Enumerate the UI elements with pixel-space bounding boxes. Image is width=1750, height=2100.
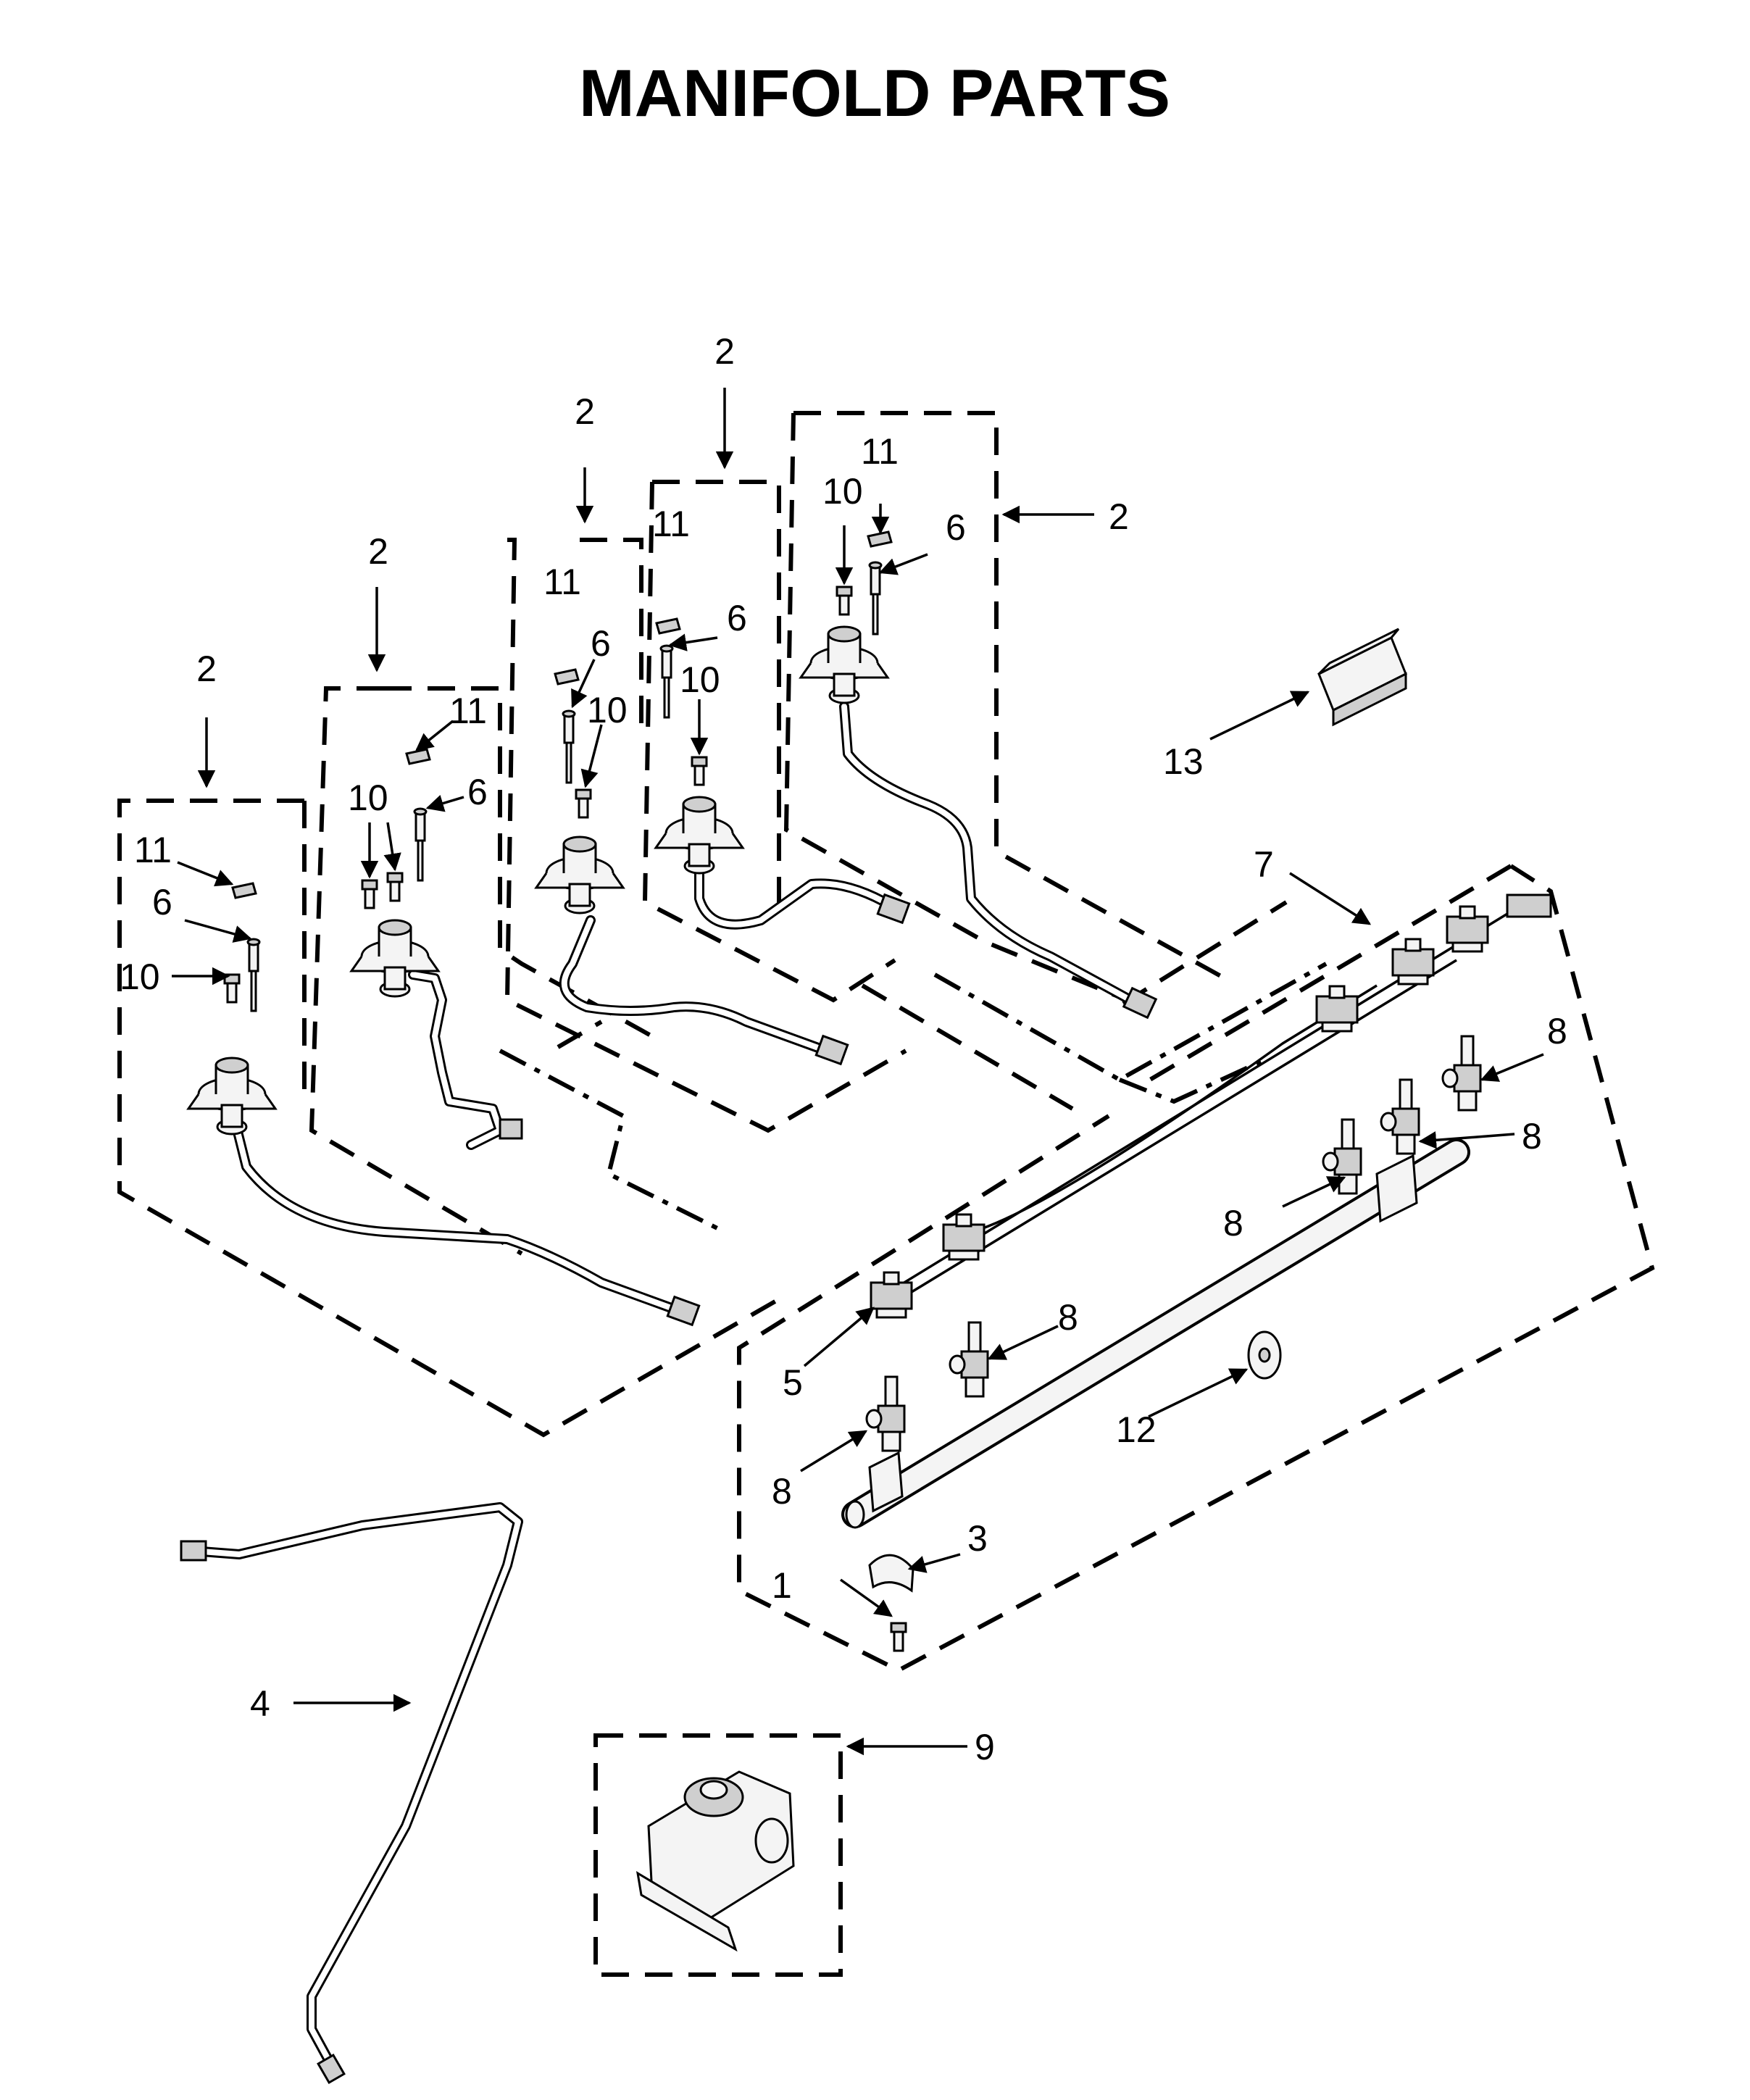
callout-8-left: 8: [772, 1471, 792, 1512]
regulator-frame: [593, 1733, 843, 1977]
callout-2-rear-center: 2: [714, 331, 735, 372]
callout-6-rear-right: 6: [946, 507, 966, 548]
spark-module: [1317, 628, 1407, 727]
callout-10-front-left: 10: [120, 957, 160, 997]
callout-5: 5: [783, 1362, 803, 1403]
callout-6-center: 6: [591, 623, 611, 664]
callout-8-right-middle: 8: [1522, 1116, 1542, 1157]
callout-9: 9: [975, 1727, 995, 1767]
gas-tubes: [187, 701, 1136, 2074]
callout-12: 12: [1116, 1409, 1157, 1450]
manifold-pipe: [841, 1138, 1470, 1529]
callout-11-front-left: 11: [134, 830, 172, 870]
callout-2-center: 2: [575, 391, 595, 432]
burner-valve-front-left: [187, 882, 277, 1136]
callout-8-right-lower: 8: [1223, 1203, 1243, 1243]
page-title: MANIFOLD PARTS: [579, 57, 1170, 130]
callout-11-center: 11: [543, 562, 581, 602]
callout-4: 4: [250, 1683, 270, 1724]
callout-6-rear-left: 6: [467, 772, 488, 812]
valve-group-frames: [117, 411, 1288, 1438]
callout-11-rear-right: 11: [861, 431, 899, 472]
burner-valve-rear-right: [799, 530, 893, 704]
manifold-bracket: [868, 1554, 914, 1593]
callout-11-rear-center: 11: [652, 504, 690, 544]
callout-8-right-top: 8: [1547, 1011, 1567, 1051]
callout-6-rear-center: 6: [727, 598, 747, 638]
callout-11-rear-left: 11: [449, 691, 487, 731]
manifold-frame: [499, 864, 1655, 1673]
callout-10-center: 10: [587, 690, 628, 730]
callout-10-rear-center: 10: [680, 659, 720, 700]
callout-labels: 2 2 2 2 2 11 11 11 11 11 6 6 6 6 6 10 10…: [120, 331, 1567, 1767]
callout-3: 3: [967, 1518, 988, 1559]
callout-13: 13: [1163, 741, 1204, 782]
callout-2-rear-right: 2: [1109, 496, 1129, 537]
callout-7: 7: [1254, 844, 1274, 885]
callout-2-front-left: 2: [196, 649, 217, 689]
callout-10-rear-right: 10: [822, 471, 863, 512]
callout-6-front-left: 6: [152, 882, 172, 922]
tube-fittings: [180, 893, 1158, 2085]
callout-1: 1: [772, 1565, 792, 1606]
bracket-screw: [890, 1622, 907, 1652]
pressure-regulator: [636, 1770, 795, 1952]
callout-2-rear-left: 2: [368, 531, 388, 572]
leader-arrows: [172, 388, 1544, 1756]
callout-8-center: 8: [1058, 1297, 1078, 1338]
igniter-harness: [870, 893, 1552, 1319]
callout-10-rear-left: 10: [348, 778, 388, 818]
